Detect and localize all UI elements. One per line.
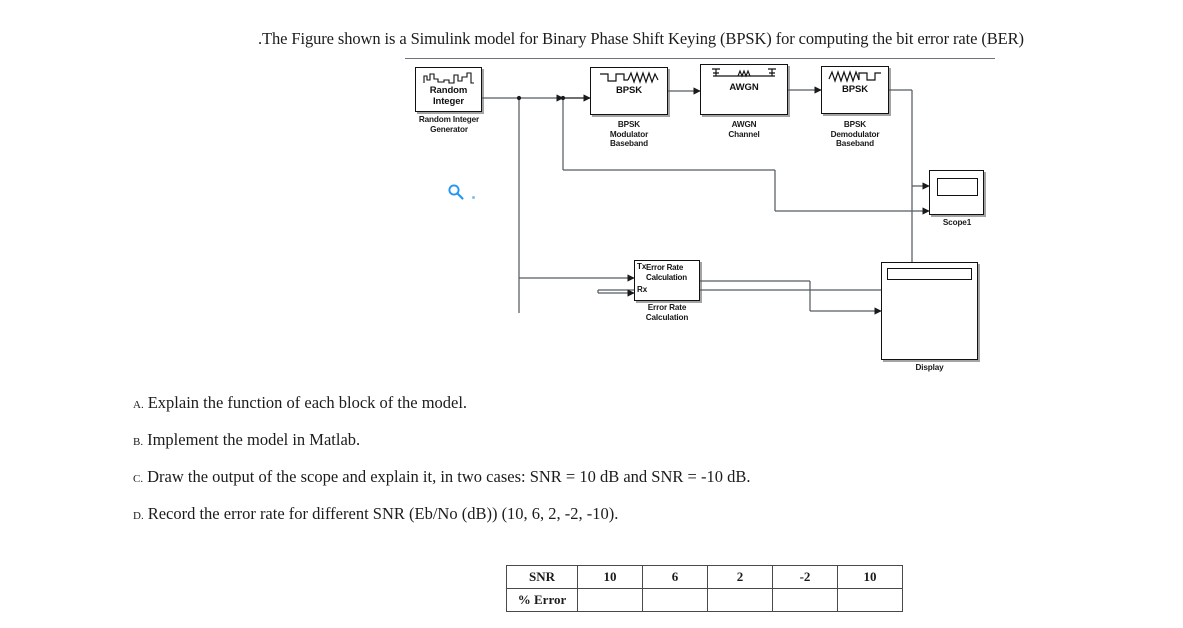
block-caption-scope1: Scope1	[942, 218, 972, 227]
signal-junction-dot	[560, 95, 566, 101]
block-label: Random Integer	[429, 85, 468, 107]
question-item-a: A. Explain the function of each block of…	[133, 393, 1033, 415]
table-cell-snr-3: 2	[707, 565, 773, 589]
question-item-c: C. Draw the output of the scope and expl…	[133, 467, 1033, 489]
title-divider	[405, 58, 995, 59]
page-title: .The Figure shown is a Simulink model fo…	[258, 29, 1024, 48]
block-caption-bpsk-demodulator: BPSK Demodulator Baseband	[830, 120, 880, 149]
block-caption-bpsk-modulator: BPSK Modulator Baseband	[609, 120, 649, 149]
question-text: Draw the output of the scope and explain…	[147, 467, 751, 486]
port-label-rx: Rx	[637, 285, 648, 294]
magnifier-icon[interactable]	[447, 183, 465, 201]
table-row-snr: SNR 10 6 2 -2 10	[506, 565, 903, 589]
block-label: Error Rate Calculation	[646, 263, 687, 282]
block-awgn-channel[interactable]: AWGN	[700, 64, 788, 115]
question-marker: C.	[133, 473, 144, 485]
question-text: Explain the function of each block of th…	[147, 393, 468, 412]
block-caption-awgn-channel: AWGN Channel	[728, 120, 760, 139]
display-value-field	[887, 268, 972, 280]
sine-to-square-waveform-icon	[822, 69, 888, 84]
question-marker: D.	[133, 510, 144, 522]
block-label: BPSK	[842, 84, 868, 95]
block-bpsk-modulator-baseband[interactable]: BPSK	[590, 67, 668, 115]
table-cell-snr-2: 6	[642, 565, 708, 589]
block-random-integer-generator[interactable]: Random Integer	[415, 67, 482, 112]
table-row-percent-error: % Error	[506, 588, 903, 612]
question-marker: B.	[133, 436, 144, 448]
table-cell-snr-5: 10	[837, 565, 903, 589]
table-cell-snr-4: -2	[772, 565, 838, 589]
question-marker: A.	[133, 399, 144, 411]
table-cell-error-2[interactable]	[642, 588, 708, 612]
antenna-noise-icon	[701, 67, 787, 82]
signal-junction-dot	[516, 95, 522, 101]
table-cell-error-5[interactable]	[837, 588, 903, 612]
table-cell-error-3[interactable]	[707, 588, 773, 612]
block-error-rate-calculation[interactable]: Error Rate Calculation	[634, 260, 700, 301]
square-to-sine-waveform-icon	[591, 70, 667, 85]
cursor-dot-artifact	[472, 196, 475, 199]
table-cell-error-1[interactable]	[577, 588, 643, 612]
table-rowheader-snr: SNR	[506, 565, 578, 589]
question-text: Implement the model in Matlab.	[147, 430, 361, 449]
block-label: AWGN	[729, 82, 759, 93]
block-caption-random-integer-generator: Random Integer Generator	[418, 115, 480, 134]
block-bpsk-demodulator-baseband[interactable]: BPSK	[821, 66, 889, 114]
question-text: Record the error rate for different SNR …	[147, 504, 619, 523]
block-label: BPSK	[616, 85, 642, 96]
question-item-b: B. Implement the model in Matlab.	[133, 430, 1033, 452]
block-caption-display: Display	[915, 363, 944, 372]
snr-error-table: SNR 10 6 2 -2 10 % Error	[506, 565, 903, 612]
block-display[interactable]	[881, 262, 978, 360]
question-list: A. Explain the function of each block of…	[133, 393, 1033, 541]
block-scope1[interactable]	[929, 170, 984, 215]
port-label-tx: Tx	[637, 262, 647, 271]
table-cell-error-4[interactable]	[772, 588, 838, 612]
question-item-d: D. Record the error rate for different S…	[133, 504, 1033, 526]
scope-display-area	[937, 178, 978, 196]
table-cell-snr-1: 10	[577, 565, 643, 589]
random-integer-waveform-icon	[416, 70, 481, 85]
table-rowheader-percent-error: % Error	[506, 588, 578, 612]
block-caption-error-rate-calculation: Error Rate Calculation	[645, 303, 689, 322]
